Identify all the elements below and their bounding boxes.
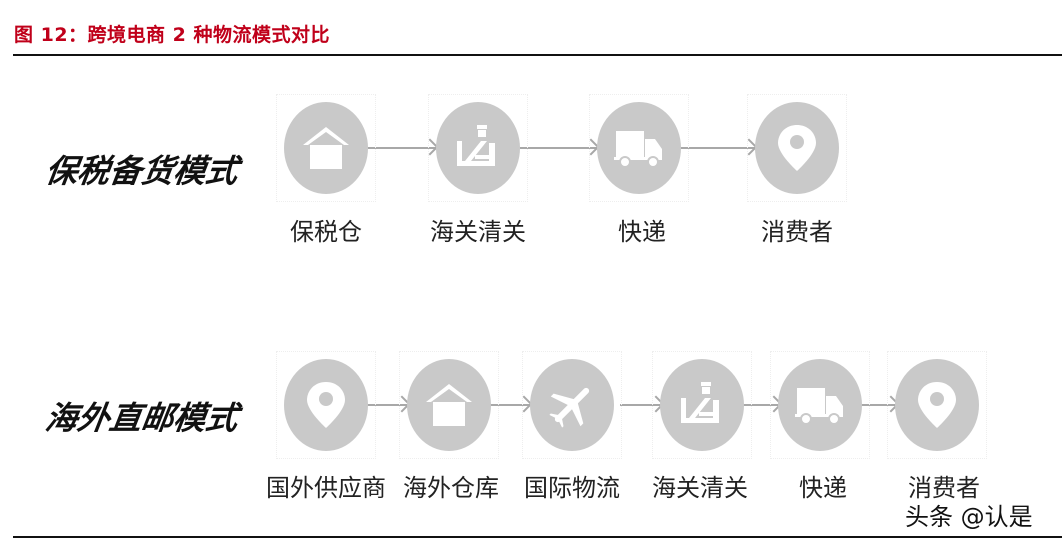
- flow-node-bonded-warehouse: [276, 94, 376, 202]
- airplane-icon: [549, 387, 590, 428]
- node-label: 快递: [799, 474, 847, 502]
- warehouse-icon: [426, 384, 472, 426]
- node-label: 国际物流: [524, 474, 620, 502]
- customs-officer-icon: [681, 382, 719, 423]
- flow-arrow: [742, 404, 780, 406]
- location-pin-icon: [307, 382, 345, 428]
- location-pin-icon: [778, 125, 816, 171]
- flow-arrow: [366, 404, 408, 406]
- flow-arrow: [490, 404, 530, 406]
- flow-node-customs: [428, 94, 528, 202]
- node-label: 消费者: [761, 218, 833, 246]
- node-label: 海关清关: [652, 474, 748, 502]
- node-label: 快递: [618, 218, 666, 246]
- flow-node-consumer: [887, 351, 987, 459]
- node-label: 消费者: [908, 474, 980, 502]
- customs-officer-icon: [457, 125, 495, 166]
- delivery-truck-icon: [795, 388, 843, 425]
- node-label: 保税仓: [290, 218, 362, 246]
- flow-node-consumer: [747, 94, 847, 202]
- node-label: 海外仓库: [403, 474, 499, 502]
- delivery-truck-icon: [614, 131, 662, 168]
- flow-arrow: [681, 147, 755, 149]
- flow-arrow: [860, 404, 897, 406]
- figure-title: 图 12：跨境电商 2 种物流模式对比: [14, 24, 331, 46]
- warehouse-icon: [303, 127, 349, 169]
- flow-arrow: [520, 147, 597, 149]
- bottom-rule: [13, 536, 1062, 538]
- flow-node-customs: [652, 351, 752, 459]
- location-pin-icon: [918, 382, 956, 428]
- flow-arrow: [620, 404, 662, 406]
- node-label: 海关清关: [430, 218, 526, 246]
- mode-label-bonded: 保税备货模式: [43, 152, 241, 190]
- node-label: 国外供应商: [266, 474, 386, 502]
- flow-node-international-logistics: [522, 351, 622, 459]
- flow-node-express: [770, 351, 870, 459]
- flow-arrow: [368, 147, 436, 149]
- flow-node-express: [589, 94, 689, 202]
- mode-label-direct-mail: 海外直邮模式: [43, 399, 241, 437]
- flow-node-foreign-supplier: [276, 351, 376, 459]
- watermark: 头条 @认是: [905, 503, 1033, 531]
- flow-node-overseas-warehouse: [399, 351, 499, 459]
- top-rule: [13, 54, 1062, 56]
